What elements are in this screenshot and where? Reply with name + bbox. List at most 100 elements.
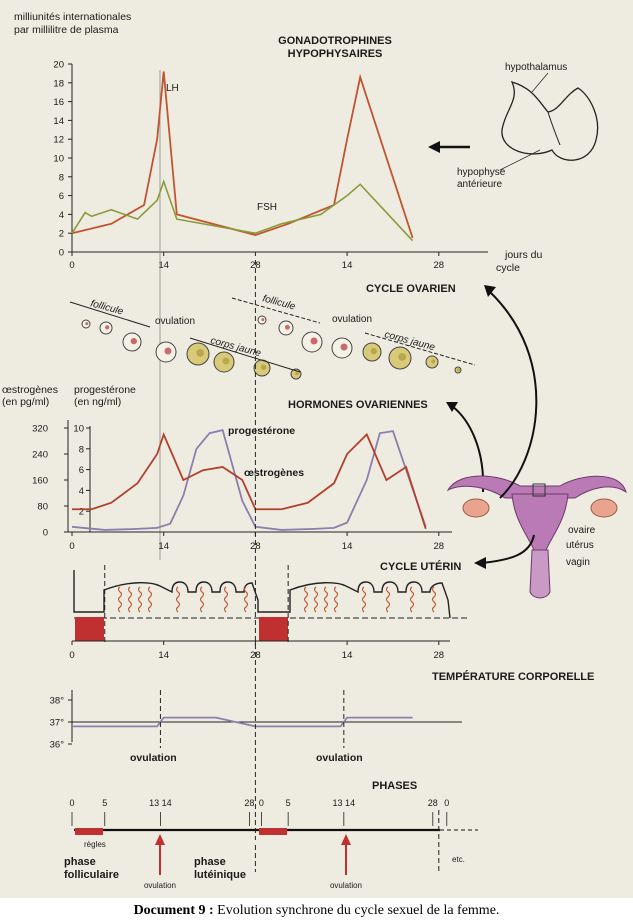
ovarian-title: CYCLE OVARIEN [366,283,456,295]
temperature-y-ticks: 36°37°38° [50,696,72,751]
hypothalamus-label: hypothalamus [505,62,567,73]
phase-ovulation-label-1: ovulation [144,881,176,890]
follicle-core [310,337,318,345]
hypophyse-label-2: antérieure [457,179,502,190]
spiral-artery [385,586,391,613]
hormones-x-tick-label: 28 [250,541,261,552]
stalk-outline [547,111,561,146]
menses-block-1 [75,617,104,641]
gonado-ylabel-2: par millilitre de plasma [14,24,119,36]
progesterone-y-tick-label: 6 [79,465,84,476]
follicle-core [261,318,265,322]
estrogen-axis-label-1: œstrogènes [2,384,58,396]
paper-background [0,0,633,898]
gonado-y-tick-label: 16 [53,97,64,108]
follicle-core [260,364,267,371]
phase-luteinique-2: lutéinique [194,869,246,881]
ovary-hormone-arrow-head [446,402,458,412]
temperature-ovulation-label-1: ovulation [130,752,177,764]
ovary-cycle-arrow-head [484,285,496,297]
gonado-title-2: HYPOPHYSAIRES [288,48,383,60]
pituitary-arrow-head [428,141,440,153]
gonado-y-tick-label: 2 [59,229,64,240]
gonado-y-tick-label: 18 [53,78,64,89]
phase-tick-label: 0 [444,798,449,808]
spiral-artery [333,586,339,613]
corps-jaune-bracket-1 [189,337,301,373]
caption-text: Evolution synchrone du cycle sexuel de l… [213,903,500,918]
phase-folliculaire-1: phase [64,856,96,868]
phase-tick-label: 28 [244,798,254,808]
estrogen-y-tick-label: 320 [32,424,48,435]
phase-luteinique-1: phase [194,856,226,868]
follicle-core [431,359,436,364]
spiral-artery [361,586,367,613]
gonado-y-tick-label: 4 [59,210,64,221]
uterine-x-tick-label: 28 [434,650,445,661]
phase-tick-label: 5 [286,798,291,808]
phase-tick-label: 28 [428,798,438,808]
follicle-core [196,349,205,357]
gonado-y-tick-label: 14 [53,116,64,127]
spiral-artery [243,586,249,613]
follicle-core [398,353,407,361]
menses-bar-1 [75,828,103,835]
temperature-chart: TEMPÉRATURE CORPORELLE 36°37°38° ovulati… [50,670,595,764]
hormones-x-tick-label: 14 [158,541,169,552]
estrogen-y-tick-label: 160 [32,476,48,487]
fsh-series-line [71,179,414,242]
follicle-core [105,325,110,330]
right-ovary [590,498,618,518]
ovulation-arrow-2-head [341,834,351,845]
progesterone-axis-label-1: progestérone [74,384,136,396]
hypophyse-label-1: hypophyse [457,167,506,178]
caption-prefix: Document 9 : [133,903,214,918]
vagina [529,549,551,599]
progesterone-y-tick-label: 10 [73,424,84,435]
cycle-guide-lines [104,260,440,872]
figure-caption: Document 9 : Evolution synchrone du cycl… [0,898,633,923]
menses-bar-2 [259,828,287,835]
temperature-title: TEMPÉRATURE CORPORELLE [432,670,594,683]
estrogen-y-tick-label: 80 [37,502,48,513]
gonado-x-tick-label: 28 [250,260,261,271]
spiral-artery [175,586,181,613]
gonado-x-tick-label: 28 [434,260,445,271]
follicle-core [284,324,290,330]
hormones-x-tick-label: 14 [342,541,353,552]
fallopian-tubes [446,475,627,499]
progesterone-label: progestérone [228,425,295,437]
progesterone-y-tick-label: 8 [79,444,84,455]
regles-label: règles [84,840,106,849]
ovary-cycle-arrow [489,291,538,499]
temperature-y-tick-label: 37° [50,718,65,729]
estrogen-axis-label-2: (en pg/ml) [2,396,49,408]
follicle-core [295,371,299,376]
gonado-x-tick-label: 0 [69,260,74,271]
progesterone-axis-label-2: (en ng/ml) [74,396,121,408]
estrogen-series-line [72,431,427,530]
lh-label: LH [166,83,179,94]
spiral-artery [431,586,437,613]
estrogen-y-tick-label: 240 [32,450,48,461]
ovaire-label: ovaire [568,525,596,536]
corps-jaune-bracket-2 [364,332,476,366]
uterine-cavity [532,483,546,497]
gonado-y-tick-label: 20 [53,60,64,71]
temperature-y-tick-label: 36° [50,740,65,751]
pituitary-diagram: hypothalamus hypophyse antérieure [428,62,599,190]
phases-title: PHASES [372,780,417,792]
endometrium-profile [73,570,451,619]
fsh-label: FSH [257,202,277,213]
follicle-core [457,368,461,372]
gonado-xlabel-1: jours du [504,249,543,261]
temperature-ovulation-label-2: ovulation [316,752,363,764]
follicle-core [164,347,172,355]
follicule-bracket-1 [69,301,151,328]
uterus-cycle-arrow [481,534,535,564]
progesterone-y-tick-label: 4 [79,486,84,497]
uterus-diagram: ovaire utérus vagin [446,285,627,599]
phase-ovulation-label-2: ovulation [330,881,362,890]
